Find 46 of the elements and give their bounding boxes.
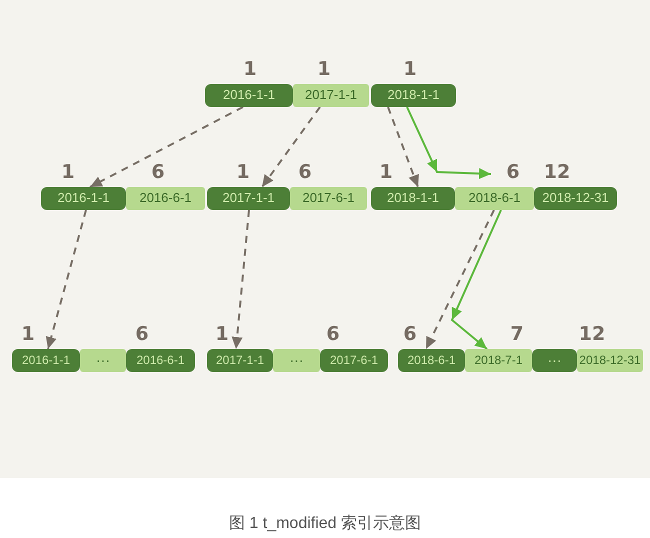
dashed-arrow: [46, 210, 87, 350]
figure-caption: 图 1 t_modified 索引示意图: [228, 515, 422, 532]
date-cell: 2018-6-1: [455, 187, 534, 210]
date-cell: 2018-12-31: [577, 349, 643, 372]
number-label: 12: [544, 162, 570, 183]
number-label: 12: [578, 324, 606, 345]
date-cell: 2016-6-1: [126, 187, 205, 210]
date-cell: 2016-1-1: [12, 349, 80, 372]
number-label: 1: [236, 162, 250, 183]
number-label: 6: [326, 324, 340, 345]
number-label: 6: [298, 162, 312, 183]
date-cell: 2017-6-1: [320, 349, 388, 372]
number-label: 6: [151, 162, 165, 183]
date-cell: 2018-1-1: [371, 187, 455, 210]
ellipsis-cell: ···: [532, 349, 577, 372]
dashed-arrow: [425, 210, 495, 350]
date-cell: 2017-6-1: [290, 187, 367, 210]
number-label: 1: [61, 162, 75, 183]
number-label: 1: [215, 324, 229, 345]
dashed-arrow: [387, 106, 419, 188]
date-cell: 2018-6-1: [398, 349, 465, 372]
date-cell: 2016-1-1: [205, 84, 293, 107]
ellipsis-cell: ···: [273, 349, 320, 372]
number-label: 6: [403, 324, 417, 345]
number-label: 6: [135, 324, 149, 345]
date-cell: 2018-12-31: [534, 187, 617, 210]
date-cell: 2017-1-1: [207, 187, 290, 210]
arrow: [450, 210, 502, 350]
number-label: 1: [317, 59, 331, 80]
dashed-arrow: [261, 106, 321, 188]
date-cell: 2018-7-1: [465, 349, 532, 372]
number-label: 6: [506, 162, 520, 183]
date-cell: 2016-1-1: [41, 187, 126, 210]
date-cell: 2017-1-1: [207, 349, 273, 372]
number-label: 1: [243, 59, 257, 80]
arrow: [406, 106, 492, 179]
dashed-arrow: [232, 210, 250, 350]
number-label: 7: [510, 324, 524, 345]
date-cell: 2016-6-1: [126, 349, 195, 372]
dashed-arrow: [90, 106, 244, 188]
date-cell: 2017-1-1: [293, 84, 369, 107]
date-cell: 2018-1-1: [371, 84, 456, 107]
number-label: 1: [379, 162, 393, 183]
number-label: 1: [403, 59, 417, 80]
ellipsis-cell: ···: [80, 349, 126, 372]
number-label: 1: [21, 324, 35, 345]
